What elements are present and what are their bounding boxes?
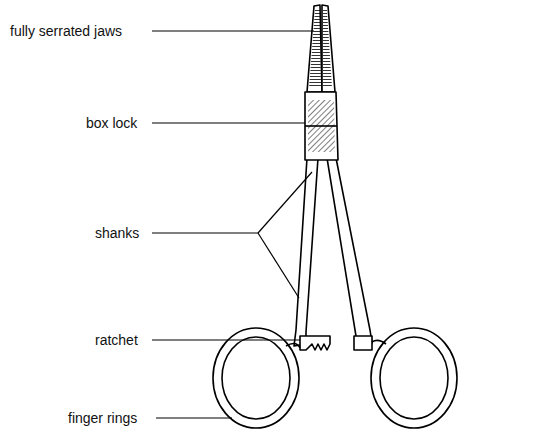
part-label: finger rings: [68, 409, 137, 427]
leader-line: [156, 417, 232, 418]
leader-line: [258, 172, 312, 233]
left-shank: [294, 158, 318, 346]
right-finger-ring: [371, 328, 457, 428]
leader-lines: [152, 31, 314, 418]
left-jaw: [307, 5, 322, 92]
leader-line: [258, 233, 299, 298]
right-shank: [327, 158, 372, 347]
leader-line: [152, 30, 314, 31]
right-ratchet: [354, 336, 372, 350]
forceps: [213, 5, 457, 428]
part-label: box lock: [86, 114, 137, 132]
box-lock: [305, 92, 338, 160]
part-label: shanks: [95, 224, 139, 242]
left-ratchet: [300, 336, 330, 350]
left-finger-ring: [213, 328, 299, 428]
part-label: ratchet: [95, 331, 138, 349]
leader-line: [152, 339, 300, 340]
leader-line: [152, 122, 305, 123]
right-jaw: [322, 5, 335, 92]
leader-line: [152, 232, 258, 233]
part-label: fully serrated jaws: [10, 22, 122, 40]
